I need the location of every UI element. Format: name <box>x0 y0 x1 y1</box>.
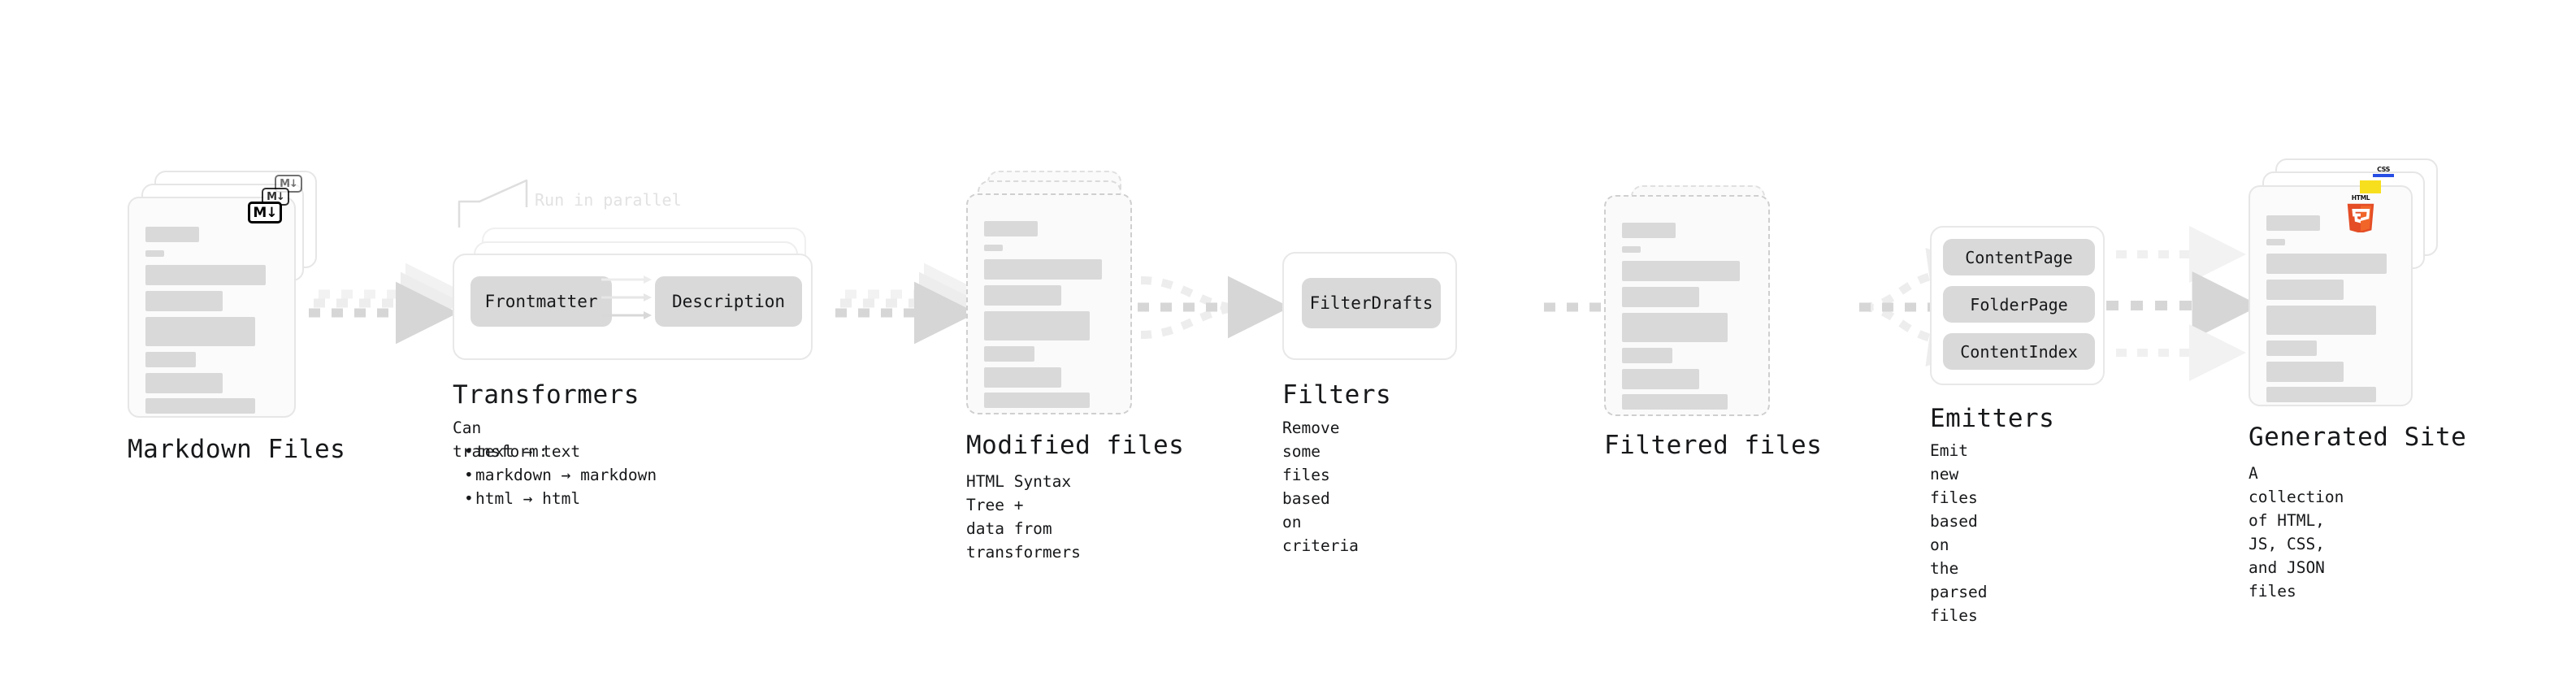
svg-text:HTML: HTML <box>2352 194 2370 202</box>
filter-pill-filterdrafts[interactable]: FilterDrafts <box>1302 278 1441 328</box>
skeleton-line <box>984 393 1090 408</box>
skeleton-line <box>145 227 199 242</box>
skeleton-line <box>145 373 223 393</box>
js-badge <box>2360 180 2381 193</box>
skeleton-line <box>2266 239 2285 245</box>
arrow-modified-to-filters <box>1138 275 1290 339</box>
generated-card-front <box>2249 185 2413 406</box>
stage-title-markdown-files: Markdown Files <box>128 435 346 464</box>
skeleton-line <box>1622 287 1699 307</box>
css3-badge: CSS <box>2373 166 2394 177</box>
stage-caption-modified-files: HTML Syntax Tree + data from transformer… <box>966 472 1081 562</box>
list-item: •html → html <box>464 489 581 508</box>
markdown-badge: M↓ <box>248 202 282 223</box>
skeleton-line <box>2266 254 2387 274</box>
skeleton-line <box>984 221 1038 236</box>
skeleton-line <box>2266 362 2344 382</box>
arrow-markdown-to-transformers <box>309 262 468 345</box>
emitter-pill-contentpage[interactable]: ContentPage <box>1943 239 2095 275</box>
skeleton-line <box>1622 369 1699 389</box>
transformer-panel-front: Frontmatter Description <box>453 254 813 360</box>
emitter-pill-contentindex[interactable]: ContentIndex <box>1943 333 2095 370</box>
skeleton-line <box>984 367 1061 388</box>
html5-shield-icon: HTML <box>2347 194 2374 233</box>
stage-title-transformers: Transformers <box>453 380 640 410</box>
stage-caption-generated-site: A collection of HTML, JS, CSS, and JSON … <box>2249 464 2344 601</box>
run-in-parallel-label: Run in parallel <box>535 190 682 210</box>
skeleton-line <box>145 250 164 257</box>
html5-badge: HTML <box>2344 193 2377 233</box>
skeleton-line <box>1622 348 1672 363</box>
skeleton-line <box>984 346 1034 362</box>
skeleton-line <box>2266 280 2344 300</box>
transformer-pill-frontmatter[interactable]: Frontmatter <box>471 276 612 327</box>
skeleton-line <box>1622 261 1740 281</box>
skeleton-line <box>1622 313 1728 342</box>
stage-title-filters: Filters <box>1282 380 1392 410</box>
emitter-pill-folderpage[interactable]: FolderPage <box>1943 286 2095 323</box>
transformer-inner-arrows <box>601 275 652 319</box>
stage-caption-emitters: Emit new files based on the parsed files <box>1930 441 1988 625</box>
emitters-panel: ContentPage FolderPage ContentIndex <box>1930 226 2105 385</box>
skeleton-line <box>1622 394 1728 410</box>
filters-panel: FilterDrafts <box>1282 252 1457 360</box>
skeleton-line <box>2266 387 2376 402</box>
arrow-emitters-to-site <box>2106 226 2261 381</box>
stage-title-emitters: Emitters <box>1930 404 2055 433</box>
stage-caption-transformers: Can transform: <box>453 419 549 461</box>
modified-card-front <box>966 193 1132 414</box>
skeleton-line <box>984 259 1102 280</box>
run-in-parallel-bracket <box>458 179 528 228</box>
skeleton-line <box>145 398 255 414</box>
skeleton-line <box>984 285 1061 306</box>
skeleton-line <box>1622 246 1641 253</box>
markdown-card-front <box>128 197 296 418</box>
stage-caption-filters: Remove some files based on criteria <box>1282 419 1359 555</box>
stage-title-modified-files: Modified files <box>966 431 1185 460</box>
css-badge-label: CSS <box>2377 166 2390 173</box>
skeleton-line <box>1622 223 1676 238</box>
skeleton-line <box>145 291 223 311</box>
skeleton-line <box>145 265 266 285</box>
skeleton-line <box>145 317 255 346</box>
skeleton-line <box>145 352 196 367</box>
stage-title-generated-site: Generated Site <box>2249 423 2467 452</box>
stage-title-filtered-files: Filtered files <box>1604 431 1823 460</box>
arrow-transformers-to-modified <box>835 262 987 345</box>
transformer-pill-description[interactable]: Description <box>655 276 802 327</box>
skeleton-line <box>984 245 1003 251</box>
skeleton-line <box>2266 306 2376 335</box>
list-item: •text → text <box>464 442 581 461</box>
skeleton-line <box>984 311 1090 340</box>
list-item: •markdown → markdown <box>464 466 657 484</box>
skeleton-line <box>2266 340 2317 356</box>
skeleton-line <box>2266 215 2320 231</box>
filtered-card-front <box>1604 195 1770 416</box>
css-badge-bar <box>2373 174 2394 177</box>
transformer-capability-list: •text → text •markdown → markdown •html … <box>453 440 657 510</box>
